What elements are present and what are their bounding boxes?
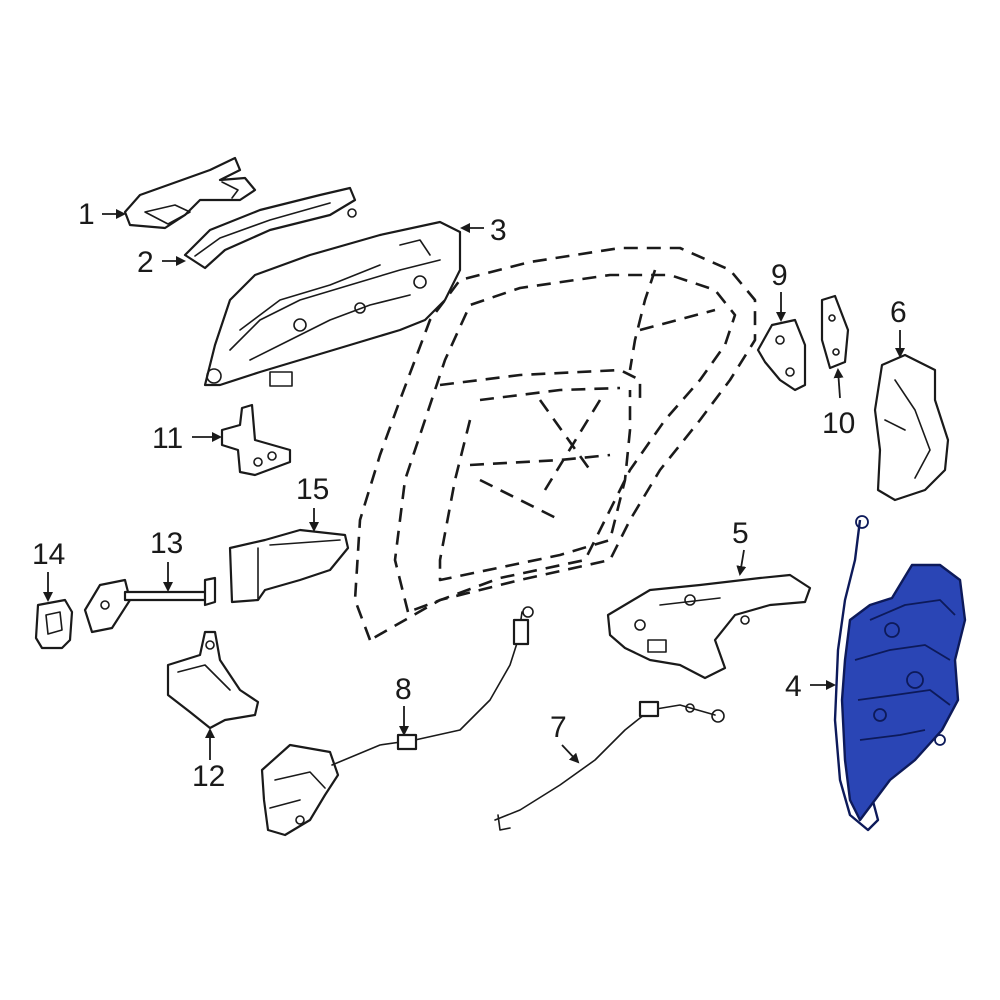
part-15-cover — [228, 528, 350, 604]
part-1-outside-door-handle — [123, 156, 257, 230]
callout-10: 10 — [822, 407, 855, 440]
part-11-hinge-bracket — [220, 403, 292, 477]
callout-12: 12 — [192, 760, 225, 793]
leader-arrows — [43, 209, 905, 764]
part-5-lock-bracket — [606, 573, 812, 680]
part-14-bumper — [34, 598, 74, 650]
part-6-trim-piece — [873, 353, 950, 502]
callout-labels: 1 2 3 4 5 6 7 8 9 10 11 12 13 14 15 — [32, 198, 907, 793]
callout-1: 1 — [78, 198, 95, 231]
callout-7: 7 — [550, 711, 567, 744]
callout-8: 8 — [395, 673, 412, 706]
part-10-shim-plate — [820, 294, 850, 370]
callout-11: 11 — [152, 422, 183, 455]
callout-5: 5 — [732, 517, 749, 550]
callout-3: 3 — [490, 214, 507, 247]
callout-13: 13 — [150, 527, 183, 560]
callout-2: 2 — [137, 246, 154, 279]
callout-9: 9 — [771, 259, 788, 292]
part-9-striker — [756, 318, 807, 392]
part-3-handle-carrier — [203, 220, 462, 387]
callout-6: 6 — [890, 296, 907, 329]
callout-4: 4 — [785, 670, 802, 703]
part-7-release-cable — [494, 700, 725, 831]
part-13-door-check — [83, 576, 217, 634]
door-frame-outline — [353, 246, 757, 642]
part-4-door-latch-highlighted — [833, 515, 967, 832]
callout-14: 14 — [32, 538, 65, 571]
part-8-lock-actuator — [260, 606, 534, 837]
part-12-striker-housing — [166, 630, 260, 730]
part-2-handle-gasket — [183, 186, 357, 270]
callout-15: 15 — [296, 473, 329, 506]
